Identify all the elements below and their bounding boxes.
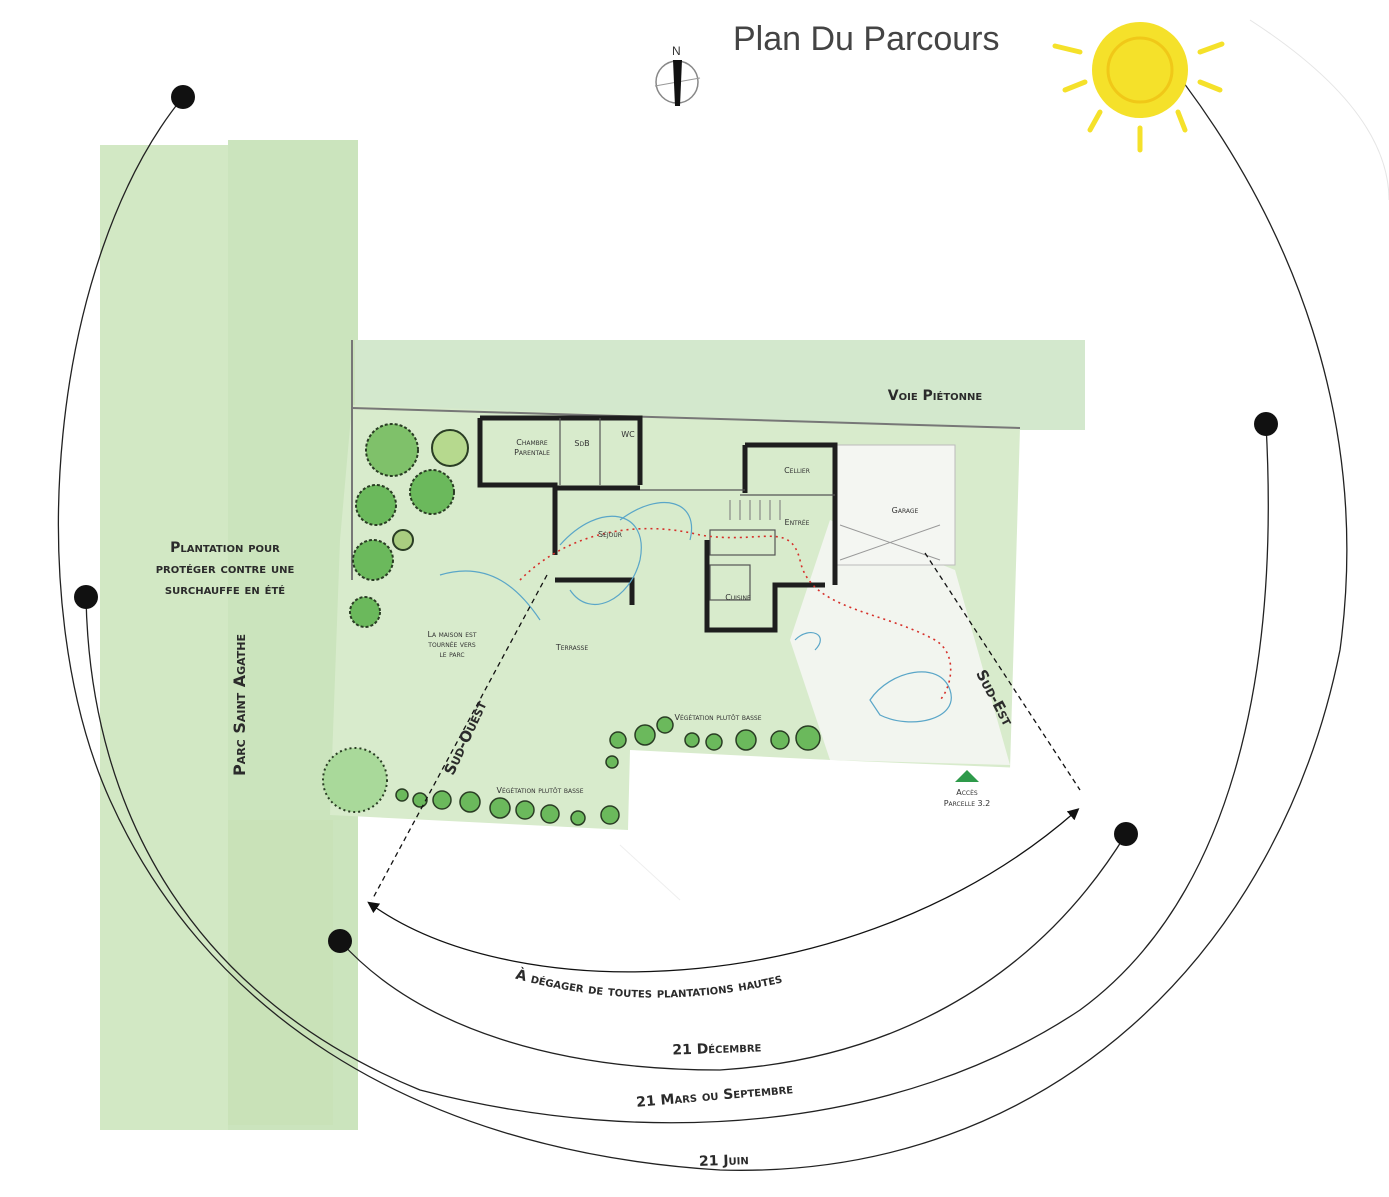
house-note-line2: tournée vers bbox=[427, 640, 476, 649]
access-marker-icon bbox=[955, 770, 979, 782]
compass-icon bbox=[654, 60, 701, 106]
low-vegetation-label-2: Végétation plutôt basse bbox=[496, 786, 583, 795]
access-line1: Accès bbox=[956, 788, 978, 797]
room-cuisine: Cuisine bbox=[725, 593, 751, 602]
room-garage: Garage bbox=[892, 506, 919, 515]
southwest-axis bbox=[371, 574, 548, 901]
room-sdb: SdB bbox=[574, 439, 589, 448]
june-arc-label: 21 Juin bbox=[699, 1152, 749, 1170]
plantation-note-line3: surchauffe en été bbox=[165, 582, 285, 598]
sun-icon bbox=[1052, 22, 1225, 153]
southeast-axis bbox=[924, 552, 1081, 791]
pedestrian-path-label: Voie Piétonne bbox=[888, 388, 983, 404]
courtyard-zone bbox=[790, 520, 1010, 765]
park-zone bbox=[100, 140, 358, 1130]
access-line2: Parcelle 3.2 bbox=[944, 799, 991, 808]
sun-position-dots bbox=[74, 85, 1278, 953]
circulation-path bbox=[519, 527, 952, 701]
december-arc-label: 21 Décembre bbox=[672, 1039, 762, 1058]
room-chambre-line1: Chambre bbox=[516, 438, 548, 447]
equinox-arc-label: 21 Mars ou Septembre bbox=[636, 1081, 794, 1111]
room-sejour: Séjour bbox=[598, 530, 622, 539]
trees bbox=[322, 423, 821, 826]
terrace-label: Terrasse bbox=[555, 643, 588, 652]
sun-arcs bbox=[57, 39, 1348, 1171]
room-cellier: Cellier bbox=[784, 466, 810, 475]
low-vegetation-label-1: Végétation plutôt basse bbox=[674, 713, 761, 722]
park-label: Parc Saint Agathe bbox=[230, 634, 249, 776]
water-contours bbox=[439, 502, 952, 723]
clear-zone-arc bbox=[367, 808, 1080, 973]
room-chambre-line2: Parentale bbox=[514, 448, 550, 457]
compass-label: N bbox=[672, 44, 681, 58]
house-note-line1: La maison est bbox=[428, 630, 477, 639]
page-title: Plan Du Parcours bbox=[733, 20, 999, 58]
house-walls bbox=[477, 415, 838, 633]
plantation-note-line1: Plantation pour bbox=[170, 540, 280, 556]
plantation-note-line2: protéger contre une bbox=[156, 561, 295, 577]
house-note-line3: le parc bbox=[439, 650, 464, 659]
room-entree: Entrée bbox=[785, 518, 810, 527]
room-wc: WC bbox=[621, 430, 635, 439]
